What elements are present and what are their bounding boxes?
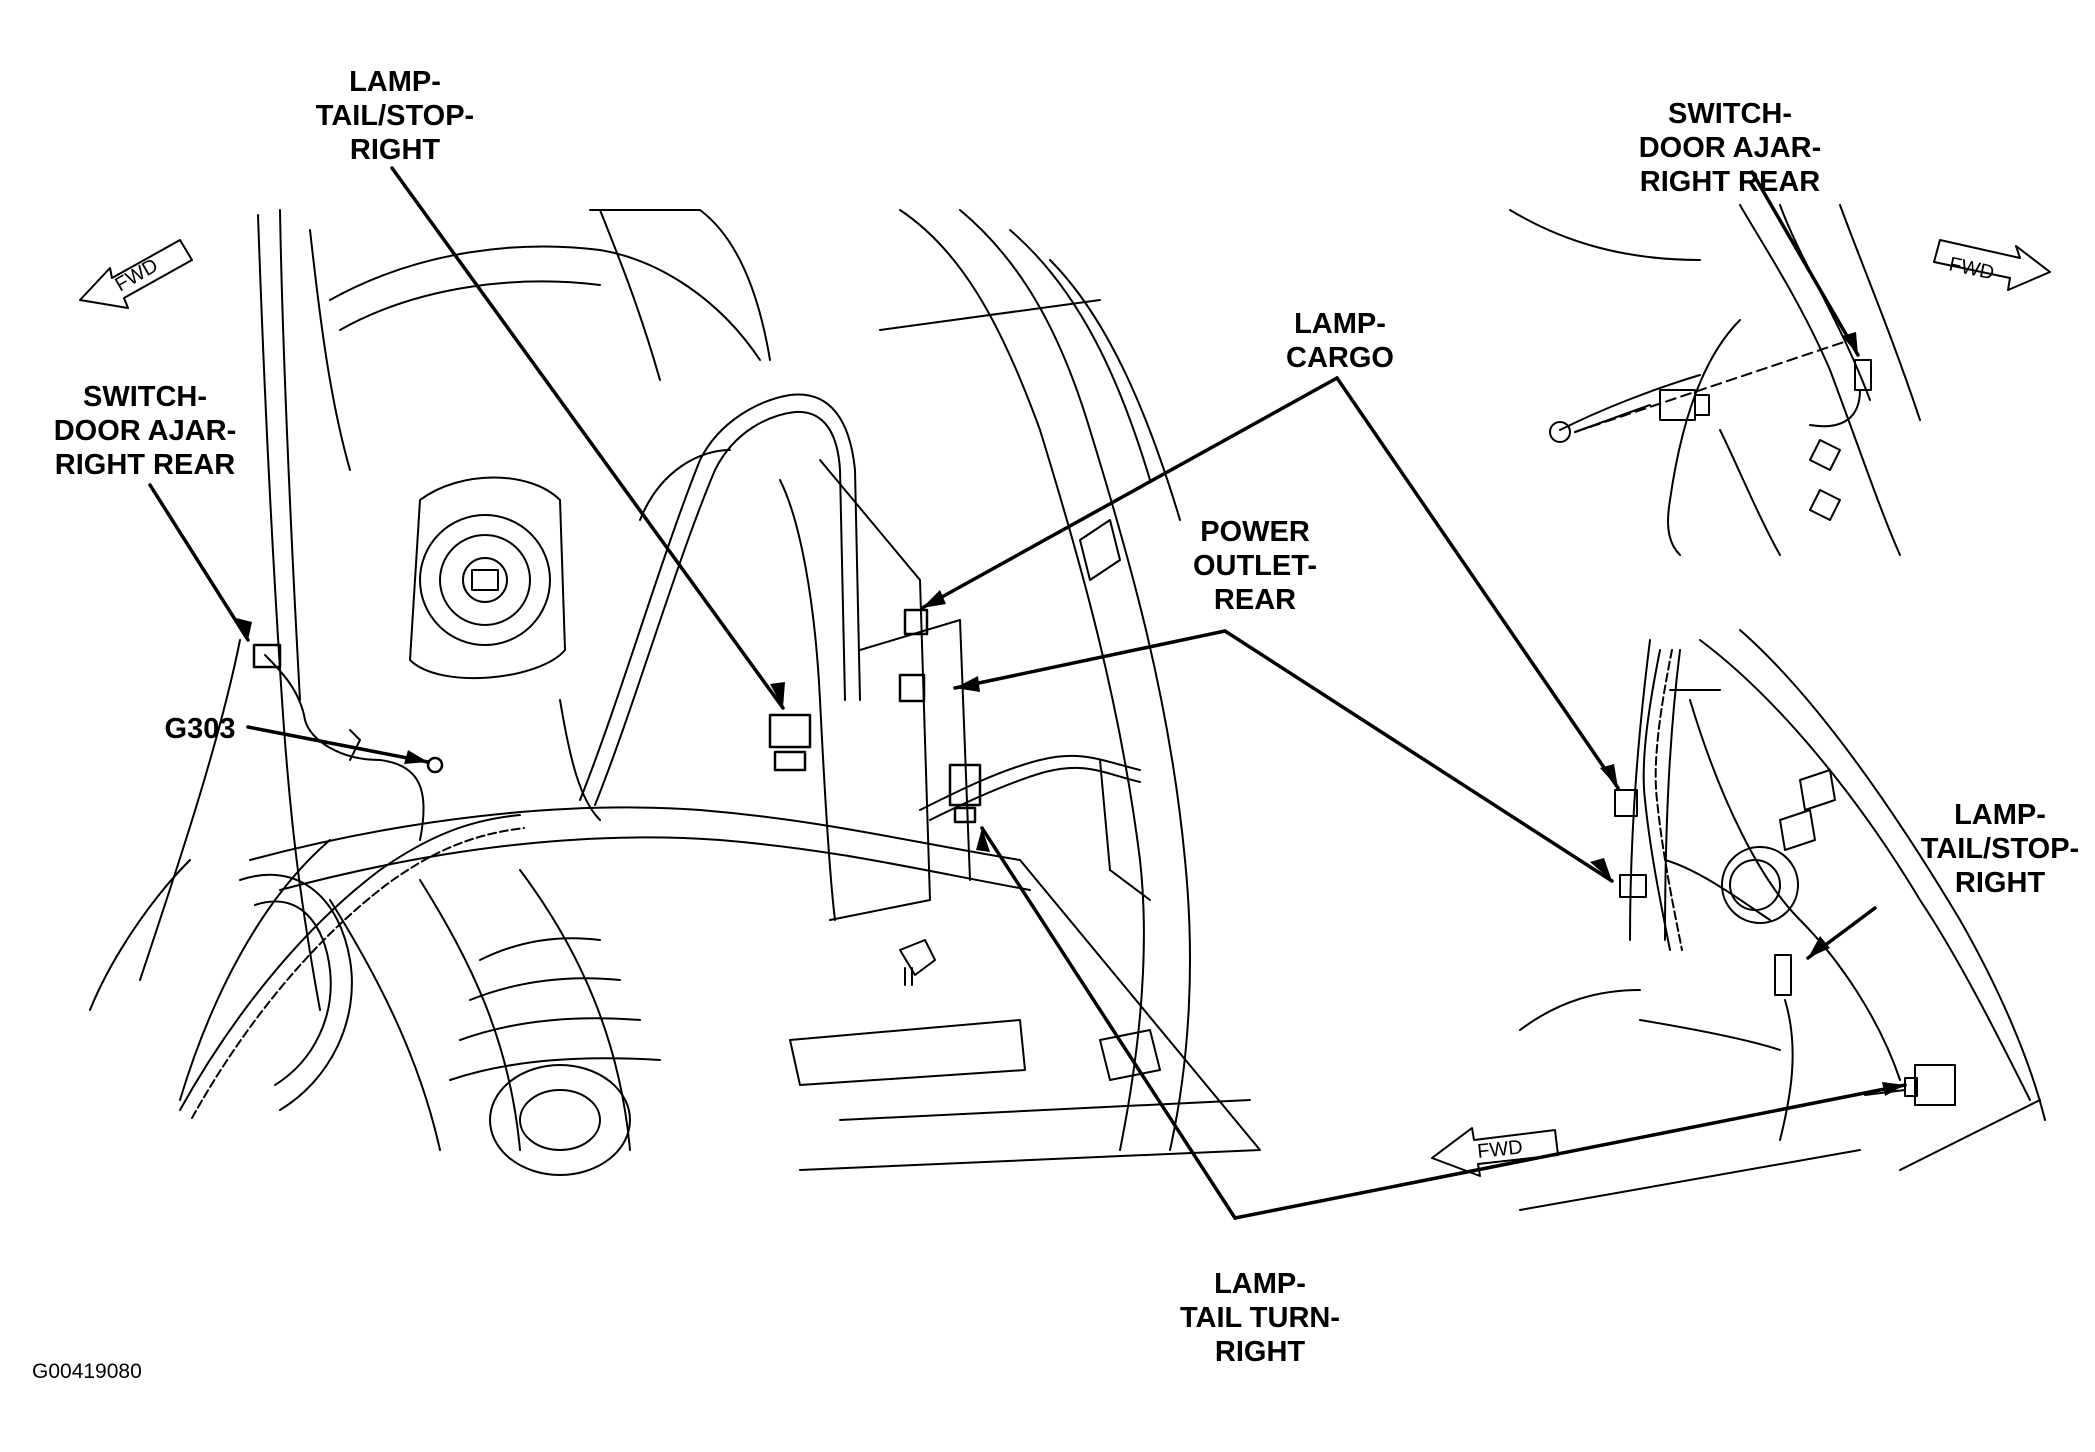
label-switch-door-ajar-inset: SWITCH- DOOR AJAR- RIGHT REAR — [1638, 98, 1822, 198]
main-view-body-panels — [89, 209, 1261, 1176]
callout-leaders — [148, 166, 1907, 1220]
inset-bottom-right-panels — [1519, 629, 2046, 1211]
fwd-arrow-top-right — [1933, 239, 2051, 291]
label-lamp-tail-stop-right-inset: LAMP- TAIL/STOP- RIGHT — [1920, 799, 2080, 899]
label-power-outlet-rear: POWER OUTLET- REAR — [1192, 516, 1318, 616]
callout-arrowheads — [236, 332, 1905, 1096]
label-lamp-cargo: LAMP- CARGO — [1286, 308, 1394, 374]
label-switch-door-ajar-main: SWITCH- DOOR AJAR- RIGHT REAR — [53, 381, 237, 481]
inset-top-right-panels — [1509, 204, 1921, 556]
fwd-text-bottom-right: FWD — [1476, 1136, 1524, 1163]
fwd-arrow-bottom-right — [1431, 1127, 1559, 1177]
fwd-arrow-top-left — [79, 239, 193, 309]
figure-id: G00419080 — [32, 1360, 142, 1383]
label-lamp-tail-stop-right-main: LAMP- TAIL/STOP- RIGHT — [315, 66, 475, 166]
fwd-text-top-right: FWD — [1947, 253, 1996, 284]
label-lamp-tail-turn-right: LAMP- TAIL TURN- RIGHT — [1179, 1268, 1340, 1368]
label-g303: G303 — [164, 713, 236, 745]
main-view-connectors — [252, 608, 982, 824]
